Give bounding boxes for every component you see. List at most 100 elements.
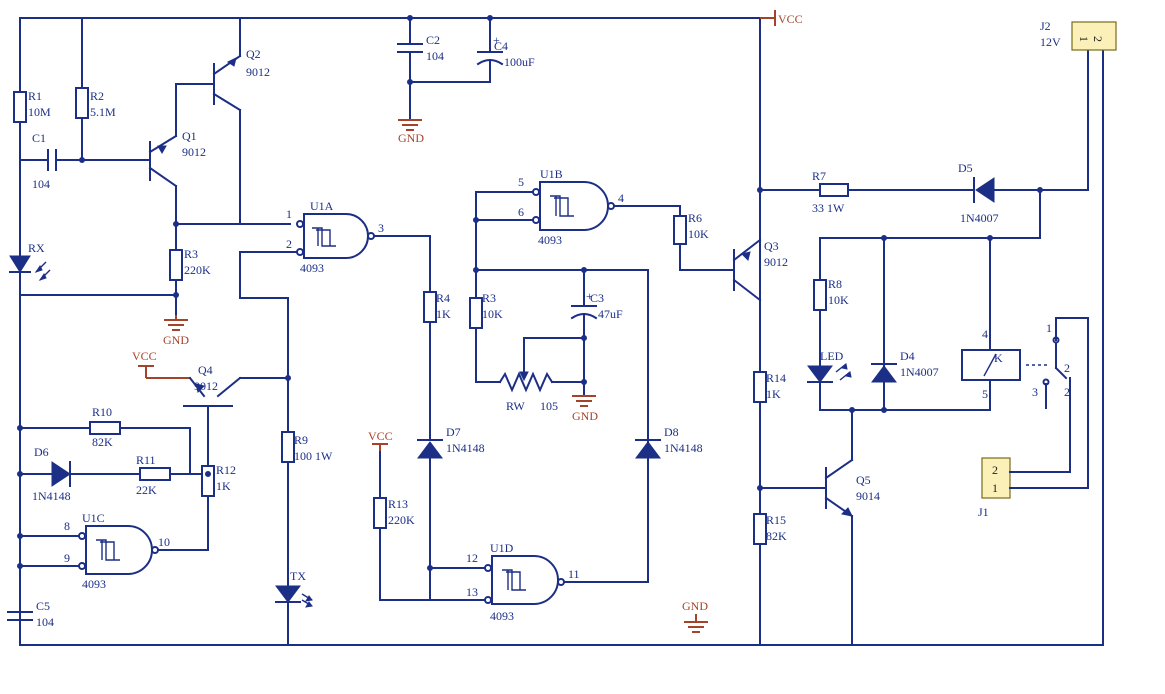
svg-text:C1: C1 (32, 131, 46, 145)
svg-text:Q3: Q3 (764, 239, 779, 253)
svg-text:1: 1 (286, 207, 292, 221)
svg-text:4: 4 (982, 327, 988, 341)
svg-text:C4: C4 (494, 39, 508, 53)
diode-d7: D7 1N4148 (417, 425, 485, 599)
resistor-r7: R7 33 1W (757, 169, 975, 215)
svg-text:R7: R7 (812, 169, 826, 183)
svg-text:10K: 10K (688, 227, 709, 241)
svg-text:RW: RW (506, 399, 525, 413)
resistor-r6: R6 10K (673, 205, 735, 271)
resistor-r9: R9 100 1W (281, 431, 333, 463)
svg-text:U1D: U1D (490, 541, 514, 555)
svg-text:1K: 1K (216, 479, 231, 493)
svg-text:U1B: U1B (540, 167, 563, 181)
svg-text:5: 5 (982, 387, 988, 401)
diode-d6: D6 1N4148 (17, 445, 71, 503)
svg-text:4093: 4093 (490, 609, 514, 623)
svg-text:6: 6 (518, 205, 524, 219)
svg-text:9: 9 (64, 551, 70, 565)
resistor-r3-220k: R3 220K (169, 221, 211, 298)
svg-text:GND: GND (682, 599, 708, 613)
gnd-left: GND (163, 315, 189, 347)
svg-text:Q5: Q5 (856, 473, 871, 487)
ir-led-tx: TX (275, 569, 313, 608)
svg-text:R6: R6 (688, 211, 702, 225)
svg-text:1N4148: 1N4148 (446, 441, 485, 455)
transistor-q3: Q3 9012 (732, 238, 788, 302)
resistor-r15: R15 82K (753, 485, 787, 545)
svg-text:K: K (994, 351, 1003, 365)
svg-text:12V: 12V (1040, 35, 1061, 49)
svg-text:C5: C5 (36, 599, 50, 613)
svg-text:100 1W: 100 1W (294, 449, 333, 463)
resistor-r14: R14 1K (753, 299, 786, 646)
svg-text:1K: 1K (766, 387, 781, 401)
diode-d4: D4 1N4007 (871, 237, 939, 411)
svg-text:Q1: Q1 (182, 129, 197, 143)
capacitor-c1: C1 104 (19, 131, 151, 191)
capacitor-c2: C2 104 (397, 15, 444, 121)
transistor-q1: Q1 9012 (148, 83, 206, 316)
connector-j2: 1 2 J2 12V (1040, 19, 1117, 51)
svg-text:R11: R11 (136, 453, 156, 467)
capacitor-c5: C5 104 (7, 599, 54, 629)
gnd-mid: GND (572, 395, 598, 423)
gate-u1c: U1C 4093 8 9 10 (17, 511, 209, 591)
svg-text:R3: R3 (184, 247, 198, 261)
svg-text:R4: R4 (436, 291, 450, 305)
svg-text:1N4007: 1N4007 (960, 211, 999, 225)
svg-text:9012: 9012 (182, 145, 206, 159)
svg-text:D7: D7 (446, 425, 461, 439)
vcc-top-label: VCC (778, 12, 803, 26)
svg-text:10K: 10K (828, 293, 849, 307)
svg-text:12: 12 (466, 551, 478, 565)
svg-text:4093: 4093 (538, 233, 562, 247)
transistor-q4: Q4 9012 (183, 363, 291, 551)
svg-text:U1C: U1C (82, 511, 105, 525)
svg-text:GND: GND (398, 131, 424, 145)
svg-text:J1: J1 (978, 505, 989, 519)
svg-text:10M: 10M (28, 105, 51, 119)
timing-network: R3 10K RW 105 (469, 267, 649, 413)
svg-text:GND: GND (163, 333, 189, 347)
gnd-top: GND (398, 119, 424, 145)
resistor-r10: R10 82K (17, 405, 191, 475)
resistor-r13: R13 220K (373, 451, 485, 601)
photodiode-rx: RX (9, 241, 177, 296)
svg-text:1N4148: 1N4148 (664, 441, 703, 455)
svg-text:10K: 10K (482, 307, 503, 321)
svg-text:R14: R14 (766, 371, 786, 385)
svg-text:5.1M: 5.1M (90, 105, 116, 119)
svg-text:R1: R1 (28, 89, 42, 103)
svg-text:GND: GND (572, 409, 598, 423)
svg-text:RX: RX (28, 241, 45, 255)
svg-text:D6: D6 (34, 445, 49, 459)
svg-text:TX: TX (290, 569, 306, 583)
svg-text:C3: C3 (590, 291, 604, 305)
svg-text:33 1W: 33 1W (812, 201, 845, 215)
svg-text:R3: R3 (482, 291, 496, 305)
svg-text:1: 1 (1077, 36, 1091, 42)
svg-text:100uF: 100uF (504, 55, 535, 69)
svg-text:U1A: U1A (310, 199, 334, 213)
resistor-r2: R2 5.1M (75, 17, 116, 161)
svg-text:9012: 9012 (764, 255, 788, 269)
resistor-r11: R11 22K (69, 453, 209, 497)
svg-text:C2: C2 (426, 33, 440, 47)
svg-text:VCC: VCC (132, 349, 157, 363)
resistor-r8: R8 10K (813, 237, 849, 411)
svg-text:104: 104 (36, 615, 54, 629)
connector-j1: 2 1 J1 (978, 457, 1089, 519)
svg-text:2: 2 (1064, 385, 1070, 399)
transistor-q5: Q5 9014 (759, 409, 880, 646)
capacitor-c3: C3 47uF + (570, 269, 623, 397)
svg-text:1: 1 (1046, 321, 1052, 335)
svg-text:1N4007: 1N4007 (900, 365, 939, 379)
svg-text:9012: 9012 (246, 65, 270, 79)
svg-text:LED: LED (820, 349, 844, 363)
svg-text:R15: R15 (766, 513, 786, 527)
svg-text:D5: D5 (958, 161, 973, 175)
svg-text:1N4148: 1N4148 (32, 489, 71, 503)
